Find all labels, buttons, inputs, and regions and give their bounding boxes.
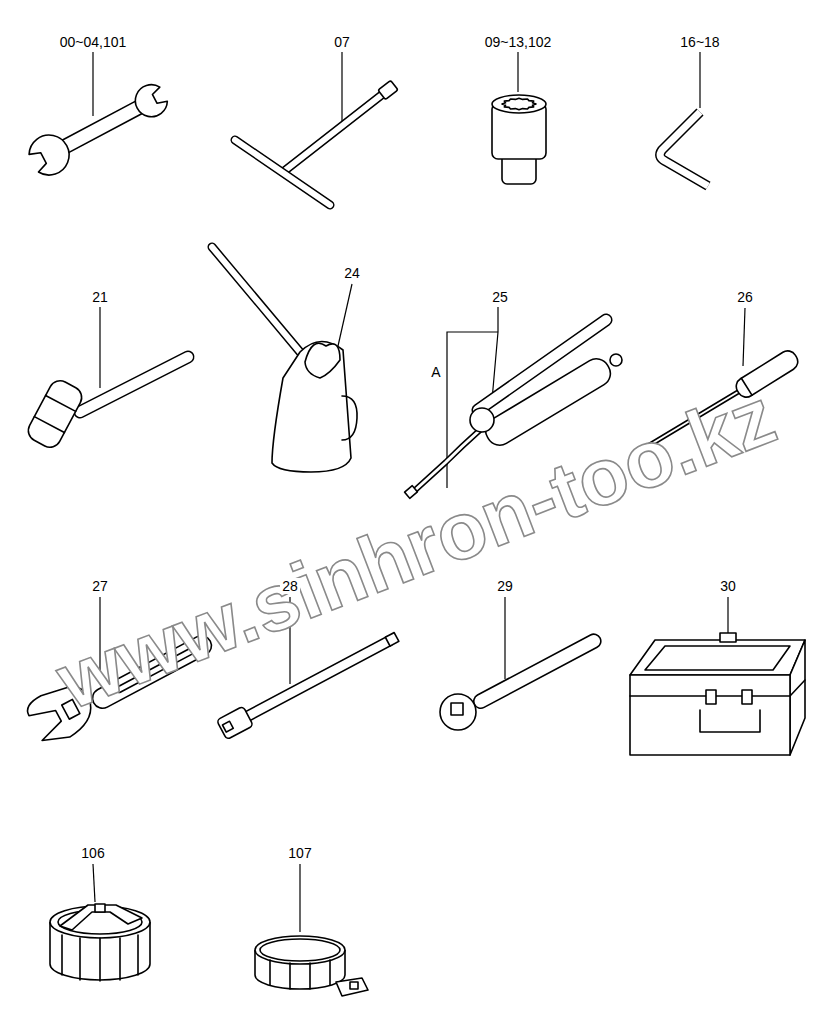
filter-wrench-drawing: [270, 960, 330, 989]
hammer-drawing: [24, 357, 188, 451]
grease-gun-drawing: [413, 430, 480, 492]
filter-wrench-drawing: [260, 939, 340, 961]
spanner-drawing: [130, 80, 171, 122]
tool-box-drawing: [700, 710, 760, 732]
grease-gun-drawing: [470, 408, 494, 432]
callout-number: 21: [90, 289, 110, 305]
callout-number: 27: [90, 578, 110, 594]
extension-bar-drawing: [217, 706, 254, 740]
tool-box-drawing: [720, 633, 736, 642]
hammer-drawing: [34, 395, 75, 432]
t-wrench-drawing: [235, 140, 330, 205]
callout-number: 30: [718, 578, 738, 594]
callout-number: 24: [342, 265, 362, 281]
tool-box-drawing: [630, 675, 790, 755]
t-wrench-drawing: [378, 80, 398, 99]
callout-number: 107: [286, 845, 313, 861]
spanner-drawing: [24, 128, 76, 181]
ratchet-drawing: [440, 632, 603, 730]
spanner-drawing: [56, 100, 144, 156]
t-wrench-drawing: [235, 80, 398, 205]
callout-number: 09~13,102: [483, 34, 554, 50]
callout-number: 07: [332, 34, 352, 50]
t-wrench-drawing: [283, 90, 388, 172]
filter-wrench-drawing: [62, 935, 138, 981]
t-wrench-drawing: [283, 90, 388, 172]
filter-wrench-drawing: [350, 982, 358, 989]
callout-number: 28: [280, 578, 300, 594]
tool-box-drawing: [630, 640, 805, 675]
leader-line: [99, 307, 100, 388]
leader-line: [699, 52, 700, 108]
oil-can-drawing: [212, 247, 300, 352]
spanner-drawing: [24, 77, 173, 181]
hex-key-drawing: [660, 112, 708, 186]
leader-line: [743, 308, 745, 366]
ratchet-drawing: [440, 694, 476, 730]
tool-box-drawing: [630, 680, 805, 696]
filter-wrench-drawing: [95, 904, 105, 912]
tool-box-drawing: [790, 640, 805, 755]
leader-line: [338, 284, 352, 346]
extension-bar-drawing: [385, 633, 399, 647]
leader-line: [93, 864, 95, 902]
callout-number: 29: [495, 578, 515, 594]
filter-wrench-drawing: [255, 936, 368, 996]
filter-wrench-drawing: [255, 936, 345, 964]
callout-number: 00~04,101: [58, 34, 129, 50]
ratchet-drawing: [471, 632, 603, 711]
leader-line: [517, 52, 518, 92]
hex-key-drawing: [660, 112, 708, 186]
extension-bar-drawing: [222, 721, 233, 732]
leader-line: [92, 52, 93, 116]
tool-box-drawing: [742, 690, 752, 704]
callout-number: A: [429, 364, 442, 380]
filter-wrench-drawing: [50, 904, 150, 981]
grease-gun-drawing: [405, 486, 418, 499]
socket-drawing: [492, 95, 546, 184]
ratchet-drawing: [451, 703, 463, 715]
oil-can-drawing: [272, 341, 351, 472]
t-wrench-drawing: [378, 80, 398, 99]
grease-gun-drawing: [413, 430, 480, 492]
leader-line: [504, 597, 505, 679]
hex-key-drawing: [660, 112, 708, 186]
hammer-drawing: [80, 357, 188, 412]
filter-wrench-drawing: [336, 978, 368, 996]
hammer-drawing: [80, 357, 188, 412]
oil-can-drawing: [342, 396, 357, 440]
socket-drawing: [492, 95, 546, 113]
callout-number: 25: [490, 289, 510, 305]
filter-wrench-drawing: [60, 905, 142, 930]
callout-number: 16~18: [678, 34, 721, 50]
hammer-drawing: [24, 377, 85, 451]
socket-drawing: [502, 98, 536, 110]
oil-can-drawing: [212, 247, 357, 472]
callout-number: 106: [79, 845, 106, 861]
hammer-drawing: [24, 377, 85, 451]
grease-gun-drawing: [478, 320, 606, 410]
leader-line: [299, 864, 300, 932]
grease-gun-drawing: [610, 354, 622, 366]
tool-box-drawing: [706, 690, 716, 704]
leader-line: [492, 307, 498, 400]
leader-line: [341, 52, 342, 130]
tool-box-drawing: [630, 633, 805, 755]
oil-can-drawing: [305, 343, 340, 378]
ratchet-drawing: [471, 632, 603, 711]
grease-gun-drawing: [478, 320, 606, 410]
oil-can-drawing: [212, 247, 300, 352]
callout-number: 26: [735, 289, 755, 305]
t-wrench-drawing: [235, 140, 330, 205]
tool-box-drawing: [645, 646, 790, 670]
leader-line: [727, 597, 728, 637]
